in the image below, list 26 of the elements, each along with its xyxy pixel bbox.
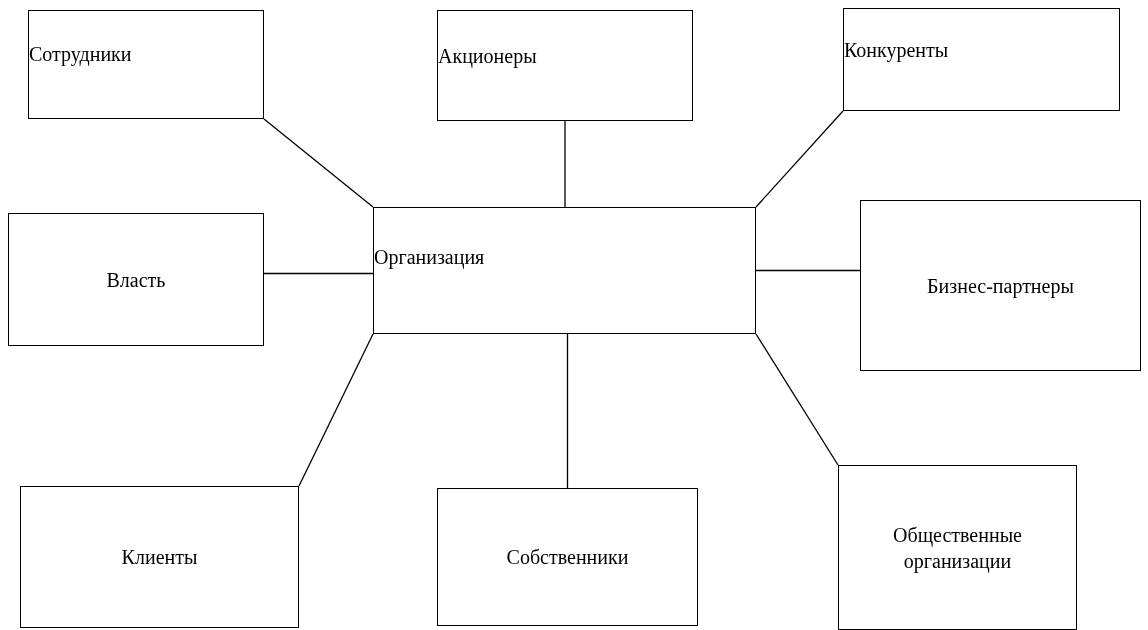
stakeholder-box: [838, 465, 1077, 630]
connector-line: [755, 110, 844, 208]
stakeholder-box: [8, 213, 264, 346]
stakeholder-box: [860, 200, 1141, 371]
connector-line: [755, 333, 839, 466]
connector-line: [566, 333, 569, 489]
box-label: Бизнес-партнеры: [927, 273, 1074, 299]
box-label: Организация: [374, 245, 485, 270]
connector-line: [755, 269, 861, 272]
stakeholder-box: [437, 488, 698, 626]
box-label: Конкуренты: [844, 38, 949, 63]
box-label: Клиенты: [121, 545, 198, 570]
box-label: Общественные организации: [892, 522, 1023, 574]
stakeholder-box: [20, 486, 299, 628]
stakeholder-box: [28, 10, 264, 119]
box-label: Собственники: [506, 545, 629, 570]
connector-line: [263, 118, 374, 208]
connector-line: [298, 333, 374, 487]
stakeholder-box: [843, 8, 1120, 111]
box-label: Сотрудники: [29, 42, 132, 67]
stakeholder-box: [373, 207, 756, 334]
stakeholder-box: [437, 10, 693, 121]
box-label: Власть: [106, 267, 166, 293]
connector-line: [564, 120, 566, 208]
connector-line: [263, 272, 374, 275]
box-label: Акционеры: [438, 44, 537, 69]
